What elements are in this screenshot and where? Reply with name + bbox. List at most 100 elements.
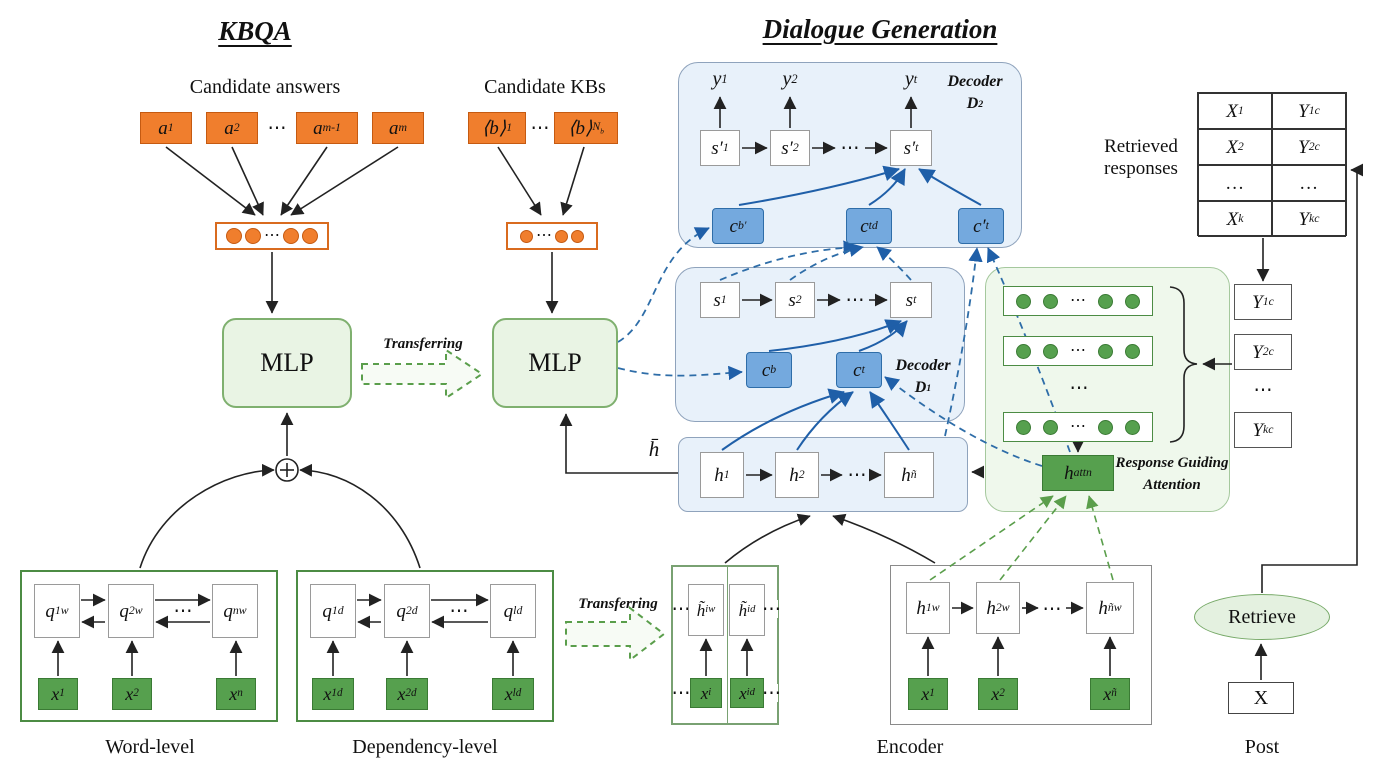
decoder1-chain-ellipsis: ⋯ bbox=[845, 289, 865, 311]
blue-dashed-links bbox=[617, 227, 1071, 467]
word-level-label: Word-level bbox=[105, 735, 195, 758]
answer-pooled-vector: ⋯ bbox=[215, 222, 329, 250]
table-cell: … bbox=[1198, 165, 1272, 201]
enc-left-input-ellipsis: ⋯ bbox=[671, 682, 691, 704]
dot-circle bbox=[226, 228, 242, 244]
sum-plus-icon bbox=[275, 458, 299, 482]
h-bar-label: h̄ bbox=[648, 436, 660, 461]
rga-label-line1: Response Guiding bbox=[1115, 454, 1229, 471]
dot-circle bbox=[1125, 343, 1140, 359]
pool-ellipsis: ⋯ bbox=[264, 227, 280, 244]
mlp-kbqa: MLP bbox=[222, 318, 352, 408]
encoder-label: Encoder bbox=[876, 735, 944, 758]
enc-right-ellipsis: ⋯ bbox=[1040, 600, 1064, 619]
transferring-encoder-label: Transferring bbox=[578, 595, 658, 612]
dot-circle bbox=[1016, 419, 1031, 435]
transfer-block-arrows bbox=[361, 348, 666, 663]
grouping-brace bbox=[1169, 286, 1198, 443]
rga-rows-ellipsis: ⋯ bbox=[1069, 377, 1089, 399]
post-label: Post bbox=[1244, 735, 1280, 758]
word-chain-ellipsis: ⋯ bbox=[170, 602, 196, 621]
dot-circle bbox=[1098, 343, 1113, 359]
dialogue-generation-title: Dialogue Generation bbox=[762, 13, 998, 44]
blue-attention-curves bbox=[721, 165, 982, 451]
dot-circle bbox=[1043, 293, 1058, 309]
dot-circle bbox=[1098, 293, 1113, 309]
response-vector-row: ⋯ bbox=[1003, 412, 1153, 442]
mlp-dialogue: MLP bbox=[492, 318, 618, 408]
transferring-mlp-label: Transferring bbox=[383, 335, 463, 352]
retrieve-node: Retrieve bbox=[1194, 594, 1330, 640]
decoder2-label: Decoder bbox=[947, 73, 1003, 90]
candidate-answers-label: Candidate answers bbox=[189, 75, 341, 98]
dot-circle bbox=[1016, 293, 1031, 309]
dot-circle bbox=[1016, 343, 1031, 359]
response-vector-row: ⋯ bbox=[1003, 336, 1153, 366]
dot-circle bbox=[1098, 419, 1113, 435]
kbqa-title: KBQA bbox=[218, 15, 292, 46]
post-input-box: X bbox=[1228, 682, 1294, 714]
decoder2-chain-ellipsis: ⋯ bbox=[840, 137, 860, 159]
dot-circle bbox=[555, 229, 568, 243]
row-ellipsis: ⋯ bbox=[1070, 342, 1086, 359]
kbs-ellipsis: ⋯ bbox=[528, 118, 552, 138]
response-ys-ellipsis: ⋯ bbox=[1249, 380, 1277, 400]
decoder2-state-s2: s′2 bbox=[770, 130, 810, 166]
dep-chain-ellipsis: ⋯ bbox=[446, 602, 472, 621]
decoder1-label: Decoder bbox=[895, 357, 951, 374]
answers-ellipsis: ⋯ bbox=[262, 118, 292, 138]
table-cell: … bbox=[1272, 165, 1346, 201]
green-dashed-links bbox=[929, 495, 1114, 581]
dot-circle bbox=[283, 228, 299, 244]
decoder2-context-ct: c′t bbox=[958, 208, 1004, 244]
row-ellipsis: ⋯ bbox=[1070, 418, 1086, 435]
response-vector-row: ⋯ bbox=[1003, 286, 1153, 316]
decoder2-state-s1: s′1 bbox=[700, 130, 740, 166]
dot-circle bbox=[571, 229, 584, 243]
dot-circle bbox=[520, 229, 533, 243]
dot-circle bbox=[1125, 419, 1140, 435]
dot-circle bbox=[1125, 293, 1140, 309]
retrieved-label-line1: Retrieved bbox=[1104, 136, 1178, 157]
